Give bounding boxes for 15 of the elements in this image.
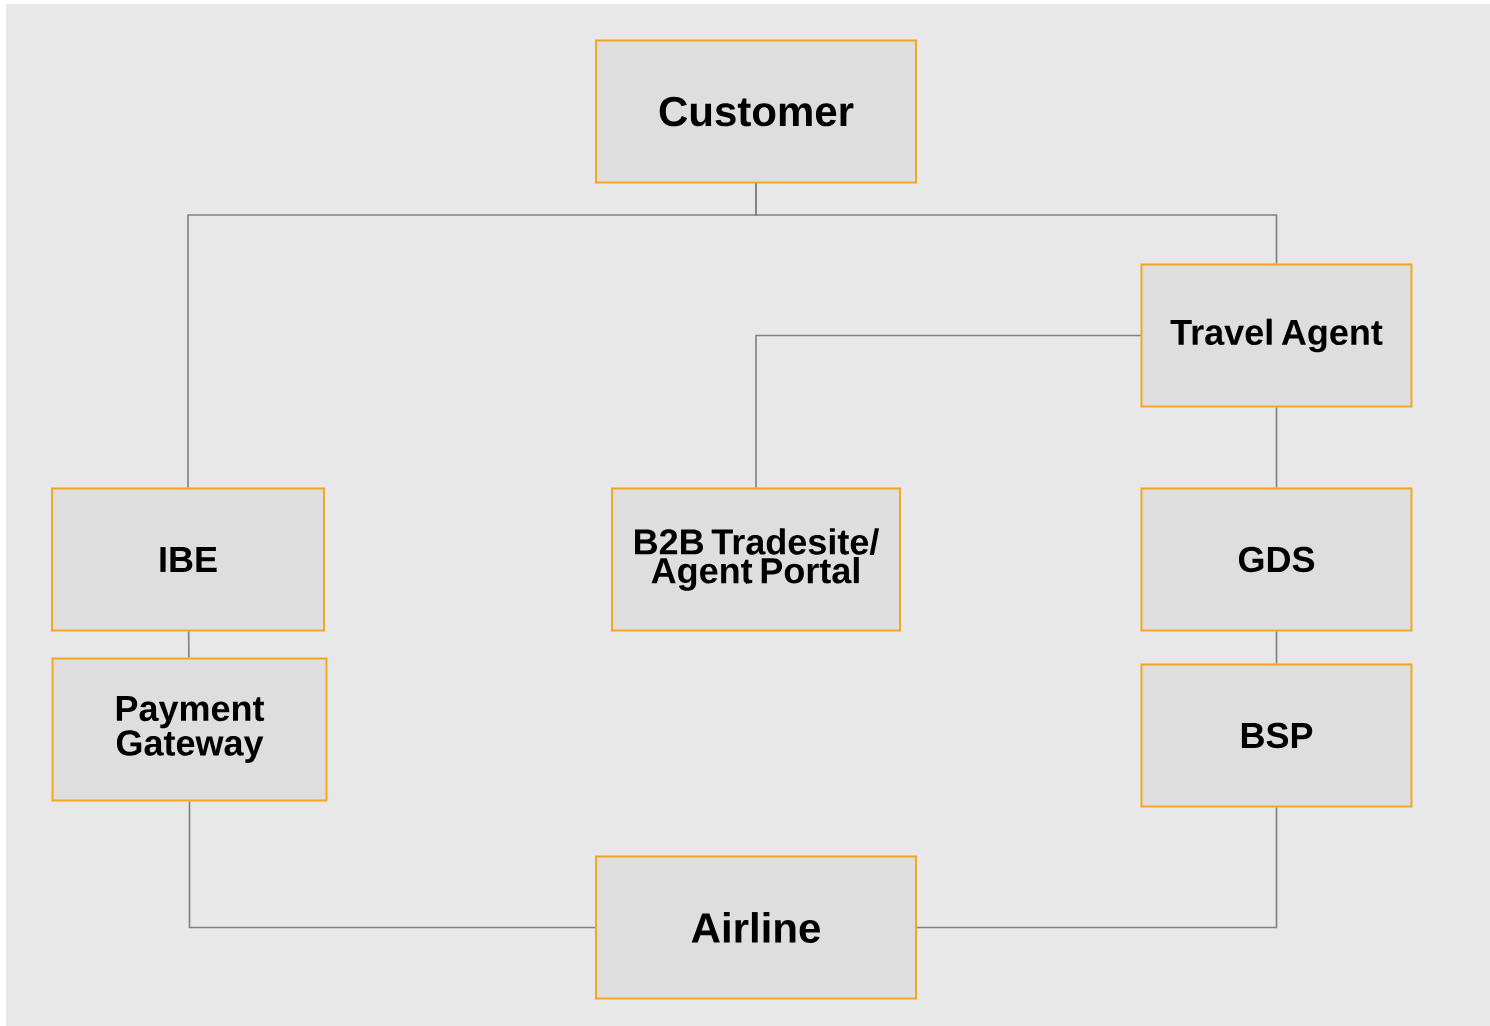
process-box: B2B Tradesite/ Agent Portal xyxy=(611,487,901,632)
process-box: IBE xyxy=(51,487,325,632)
connector-line xyxy=(916,806,1278,929)
process-box: Payment Gateway xyxy=(51,657,328,802)
connector-line xyxy=(188,800,596,929)
connector-line xyxy=(755,182,1278,265)
process-box: Customer xyxy=(595,39,917,184)
connector-line xyxy=(1275,630,1278,665)
connector-line xyxy=(1275,406,1278,489)
process-box: Airline xyxy=(595,855,917,1000)
process-box: GDS xyxy=(1140,487,1413,632)
process-box: BSP xyxy=(1140,663,1413,808)
connector-line xyxy=(755,334,1142,489)
connector-line xyxy=(187,630,190,659)
process-box: Travel Agent xyxy=(1140,263,1413,408)
